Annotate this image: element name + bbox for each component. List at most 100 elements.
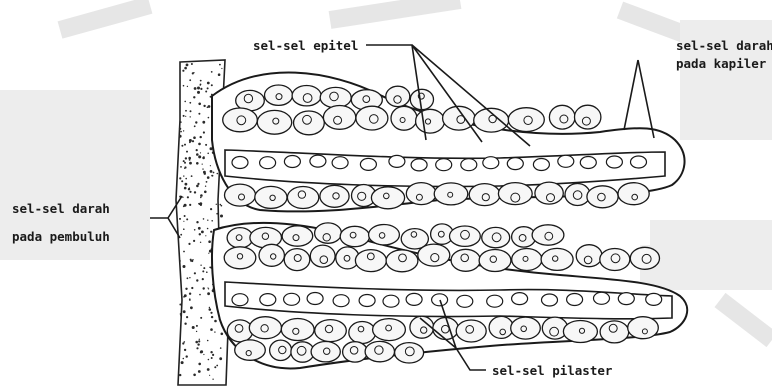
stipple-dot [179, 374, 181, 376]
epithelial-cell [249, 317, 281, 339]
epithelial-cell [282, 226, 313, 246]
blood-cell [533, 159, 549, 171]
epithelial-cell [292, 86, 321, 106]
blood-cell [461, 159, 477, 171]
stipple-dot [210, 208, 212, 210]
stipple-dot [210, 312, 212, 314]
stipple-dot [216, 204, 217, 205]
blood-cell [631, 156, 647, 168]
stipple-dot [197, 91, 200, 94]
stipple-dot [218, 73, 221, 76]
epithelial-cell [511, 317, 541, 339]
stipple-dot [193, 136, 196, 139]
epithelial-cell [386, 250, 418, 272]
stipple-dot [181, 180, 183, 182]
stipple-dot [201, 231, 204, 234]
stipple-dot [210, 231, 212, 233]
stipple-dot [199, 294, 201, 296]
epithelial-cell [406, 183, 436, 205]
stipple-dot [216, 365, 218, 367]
stipple-dot [194, 87, 197, 90]
stipple-dot [192, 140, 194, 142]
epithelial-cell [618, 183, 649, 205]
stipple-dot [180, 260, 181, 261]
blood-cell [580, 157, 596, 169]
stipple-dot [200, 88, 202, 90]
stipple-dot [203, 218, 205, 220]
stipple-dot [182, 70, 184, 72]
stipple-dot [198, 340, 200, 342]
stipple-dot [194, 229, 196, 231]
epithelial-cell [433, 318, 459, 340]
epithelial-cell [434, 183, 468, 205]
stipple-dot [198, 155, 201, 158]
stipple-dot [181, 145, 183, 147]
blood-cell [507, 158, 523, 170]
stipple-dot [189, 191, 191, 193]
epithelial-cell [227, 228, 253, 248]
stipple-dot [200, 197, 202, 199]
stipple-dot [180, 313, 182, 315]
stipple-dot [184, 215, 186, 217]
blood-cell [432, 294, 448, 306]
blood-cell [260, 157, 276, 169]
epithelial-cell [235, 340, 266, 360]
stipple-dot [196, 149, 198, 151]
stipple-dot [183, 265, 186, 268]
stipple-dot [180, 166, 182, 168]
blood-cell [383, 295, 399, 307]
epithelial-cell [287, 187, 318, 209]
epithelial-cell [469, 184, 500, 206]
stipple-dot [207, 287, 208, 288]
stipple-dot [207, 176, 210, 179]
blood-cell [284, 156, 300, 168]
stipple-dot [194, 272, 196, 274]
epithelial-cell [255, 186, 287, 208]
stipple-dot [202, 121, 205, 124]
stipple-dot [208, 359, 210, 361]
blood-cell [232, 294, 248, 306]
epithelial-cell [535, 182, 563, 204]
label-pillar-cells: sel-sel pilaster [492, 362, 612, 379]
stipple-dot [185, 183, 188, 186]
epithelial-cell [340, 226, 369, 246]
stipple-dot [183, 296, 185, 298]
epithelial-cell [294, 111, 325, 135]
epithelial-cell [565, 184, 590, 206]
epithelial-cell [416, 109, 445, 133]
stipple-dot [220, 347, 222, 349]
epithelial-cell [456, 320, 486, 342]
epithelial-cell [395, 343, 424, 363]
stipple-dot [184, 323, 186, 325]
stipple-dot [194, 125, 196, 127]
stipple-dot [198, 103, 201, 106]
stipple-dot [189, 79, 191, 81]
blood-cell [542, 294, 558, 306]
stipple-dot [196, 153, 199, 156]
epithelial-cell [311, 342, 340, 362]
stipple-dot [184, 162, 186, 164]
epithelial-cell [600, 249, 630, 271]
stipple-dot [206, 181, 208, 183]
stipple-dot [207, 292, 210, 295]
epithelial-cell [508, 108, 544, 132]
stipple-dot [184, 67, 187, 70]
stipple-dot [198, 370, 201, 373]
stipple-dot [221, 333, 224, 336]
stipple-dot [183, 85, 185, 87]
stipple-dot [203, 287, 205, 289]
stipple-dot [195, 121, 197, 123]
stipple-dot [197, 343, 199, 345]
stipple-dot [183, 251, 185, 253]
stipple-dot [210, 351, 212, 353]
stipple-dot [211, 175, 213, 177]
epithelial-cell [284, 249, 310, 271]
stipple-dot [187, 196, 189, 198]
label-capillary-line2: pada kapiler [676, 55, 766, 72]
stipple-dot [200, 136, 202, 138]
stipple-dot [213, 172, 215, 174]
stipple-dot [189, 293, 191, 295]
stipple-dot [207, 82, 210, 85]
stipple-dot [211, 71, 213, 73]
